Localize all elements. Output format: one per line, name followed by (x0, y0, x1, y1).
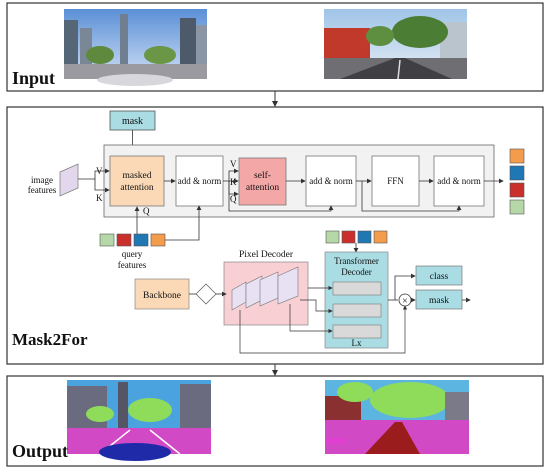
image-features-label-1: image (31, 175, 53, 185)
image-features-label-2: features (28, 185, 57, 195)
input-image-1 (64, 9, 207, 86)
add-norm-3-box (433, 155, 485, 207)
decoder-layer-1 (332, 281, 382, 296)
backbone-box (134, 278, 190, 310)
arrow-v2 (228, 168, 239, 181)
arrow-pd-to-layer3 (289, 304, 333, 334)
input-label: Input (12, 68, 55, 88)
v-label-2: V (230, 159, 237, 169)
masked-attention-box (109, 155, 165, 207)
out-token-orange (509, 148, 525, 164)
q-label-2: Q (230, 194, 237, 204)
query-features-tokens (99, 233, 166, 247)
multiply-symbol: × (402, 296, 408, 307)
masked-attention-label-1: masked (122, 171, 151, 181)
arrow-k (94, 179, 110, 193)
output-segmentation-2 (325, 380, 469, 454)
residual-1 (228, 181, 334, 212)
query-features-label-1: query (122, 249, 143, 259)
self-attention-label-2: attention (246, 183, 279, 193)
mask-output-box (415, 289, 463, 310)
ffn-box (371, 155, 420, 207)
lx-label: Lx (352, 338, 362, 348)
mask-input-label: mask (122, 116, 143, 127)
out-token-red (509, 182, 525, 198)
masked-attention-label-2: attention (120, 183, 153, 193)
self-attention-box (238, 157, 287, 206)
output-segmentation-1 (67, 380, 211, 461)
add-norm-3-label: add & norm (437, 176, 481, 186)
query-features-label-2: features (118, 260, 147, 270)
self-attention-label-1: self- (254, 170, 271, 181)
arrow-pd-to-mult (239, 305, 408, 354)
class-output-label: class (430, 272, 449, 282)
arrow-to-class (394, 273, 416, 300)
pixel-decoder-feature-stack (231, 266, 299, 311)
k-label-1: K (96, 193, 103, 203)
output-label: Output (12, 441, 68, 461)
out-token-blue (509, 165, 525, 181)
k-label-2: K (230, 177, 237, 187)
decoder-layer-3 (332, 324, 382, 339)
residual-2 (361, 181, 462, 212)
add-norm-1-label: add & norm (178, 176, 222, 186)
model-label: Mask2For (12, 330, 88, 349)
class-output-box (415, 265, 463, 286)
ffn-label: FFN (387, 176, 404, 186)
decoder-query-tokens (325, 230, 388, 244)
transformer-decoder-label-1: Transformer (334, 256, 379, 266)
v-label-1: V (96, 166, 103, 176)
decoder-layer-2 (332, 303, 382, 318)
add-norm-2-box (305, 155, 357, 207)
out-token-green (509, 199, 525, 215)
mask-output-label: mask (429, 296, 449, 306)
image-features-shape (59, 163, 79, 197)
pixel-decoder-label: Pixel Decoder (239, 250, 294, 260)
backbone-label: Backbone (143, 291, 181, 301)
add-norm-2-label: add & norm (309, 176, 353, 186)
q-label-1: Q (143, 206, 150, 216)
input-image-2 (324, 9, 467, 80)
transformer-decoder-label-2: Decoder (341, 267, 371, 277)
add-norm-1-box (175, 155, 224, 207)
arrow-pd-to-layer2 (300, 299, 333, 314)
arrow-query-to-addnorm1 (165, 205, 202, 241)
arrow-v (78, 168, 110, 180)
